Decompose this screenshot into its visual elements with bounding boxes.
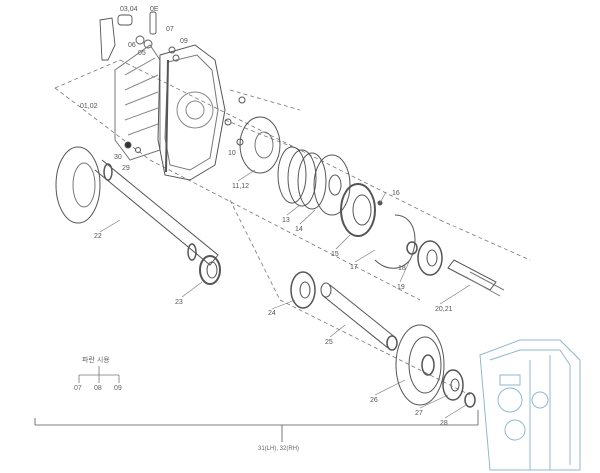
part-label-26: 26 bbox=[370, 397, 378, 404]
legend-leaf-07: 07 bbox=[74, 385, 82, 392]
part-label-28: 28 bbox=[440, 420, 448, 427]
part-label-09: 09 bbox=[180, 38, 188, 45]
part-label-29: 29 bbox=[122, 165, 130, 172]
housing-body bbox=[114, 44, 226, 181]
hub-15 bbox=[340, 183, 376, 237]
clutch-pack-13-14 bbox=[277, 146, 351, 216]
part-label-01-02: 01,02 bbox=[80, 103, 98, 110]
assembly-label: 31(LH), 32(RH) bbox=[258, 446, 300, 452]
bracket-parts bbox=[99, 11, 180, 62]
leader-lines bbox=[99, 169, 471, 419]
legend-tree bbox=[78, 366, 120, 383]
part-label-13: 13 bbox=[282, 217, 290, 224]
part-label-27: 27 bbox=[415, 410, 423, 417]
part-label-06: 06 bbox=[128, 42, 136, 49]
ring-28 bbox=[464, 392, 476, 408]
part-label-10: 10 bbox=[228, 150, 236, 157]
bearing-27 bbox=[442, 369, 464, 401]
part-label-30: 30 bbox=[114, 154, 122, 161]
snap-ring-17 bbox=[374, 214, 416, 269]
bolt-parts bbox=[124, 141, 141, 153]
seal-23 bbox=[199, 255, 221, 285]
part-label-03-04: 03,04 bbox=[120, 6, 138, 13]
part-label-22: 22 bbox=[94, 233, 102, 240]
legend-leaf-08: 08 bbox=[94, 385, 102, 392]
part-label-23: 23 bbox=[175, 299, 183, 306]
part-label-05: 05 bbox=[138, 50, 146, 57]
plate-11-12 bbox=[239, 116, 281, 174]
ring-19 bbox=[406, 241, 418, 255]
part-label-0e: 0E bbox=[150, 6, 159, 13]
part-label-25: 25 bbox=[325, 339, 333, 346]
part-label-17: 17 bbox=[350, 264, 358, 271]
part-label-24: 24 bbox=[268, 310, 276, 317]
legend-tree-title: 파란 시용 bbox=[82, 357, 110, 364]
part-label-11-12: 11,12 bbox=[232, 183, 249, 190]
shaft-20-21 bbox=[447, 259, 505, 297]
assembly-bracket bbox=[34, 410, 479, 442]
tube-25 bbox=[320, 282, 398, 351]
dashed-assembly-outline bbox=[54, 59, 531, 396]
legend-leaf-09: 09 bbox=[114, 385, 122, 392]
axle-shaft-22 bbox=[55, 146, 219, 266]
part-label-19: 19 bbox=[397, 284, 405, 291]
gear-26 bbox=[395, 324, 445, 406]
part-label-20-21: 20,21 bbox=[435, 306, 453, 313]
part-label-16: 16 bbox=[392, 190, 400, 197]
engine-block bbox=[479, 339, 581, 471]
bearing-18 bbox=[417, 240, 443, 276]
part-label-18: 18 bbox=[398, 265, 406, 272]
part-label-14: 14 bbox=[295, 226, 303, 233]
bearing-24 bbox=[290, 271, 316, 309]
part-label-15: 15 bbox=[331, 251, 339, 258]
part-label-07: 07 bbox=[166, 26, 174, 33]
